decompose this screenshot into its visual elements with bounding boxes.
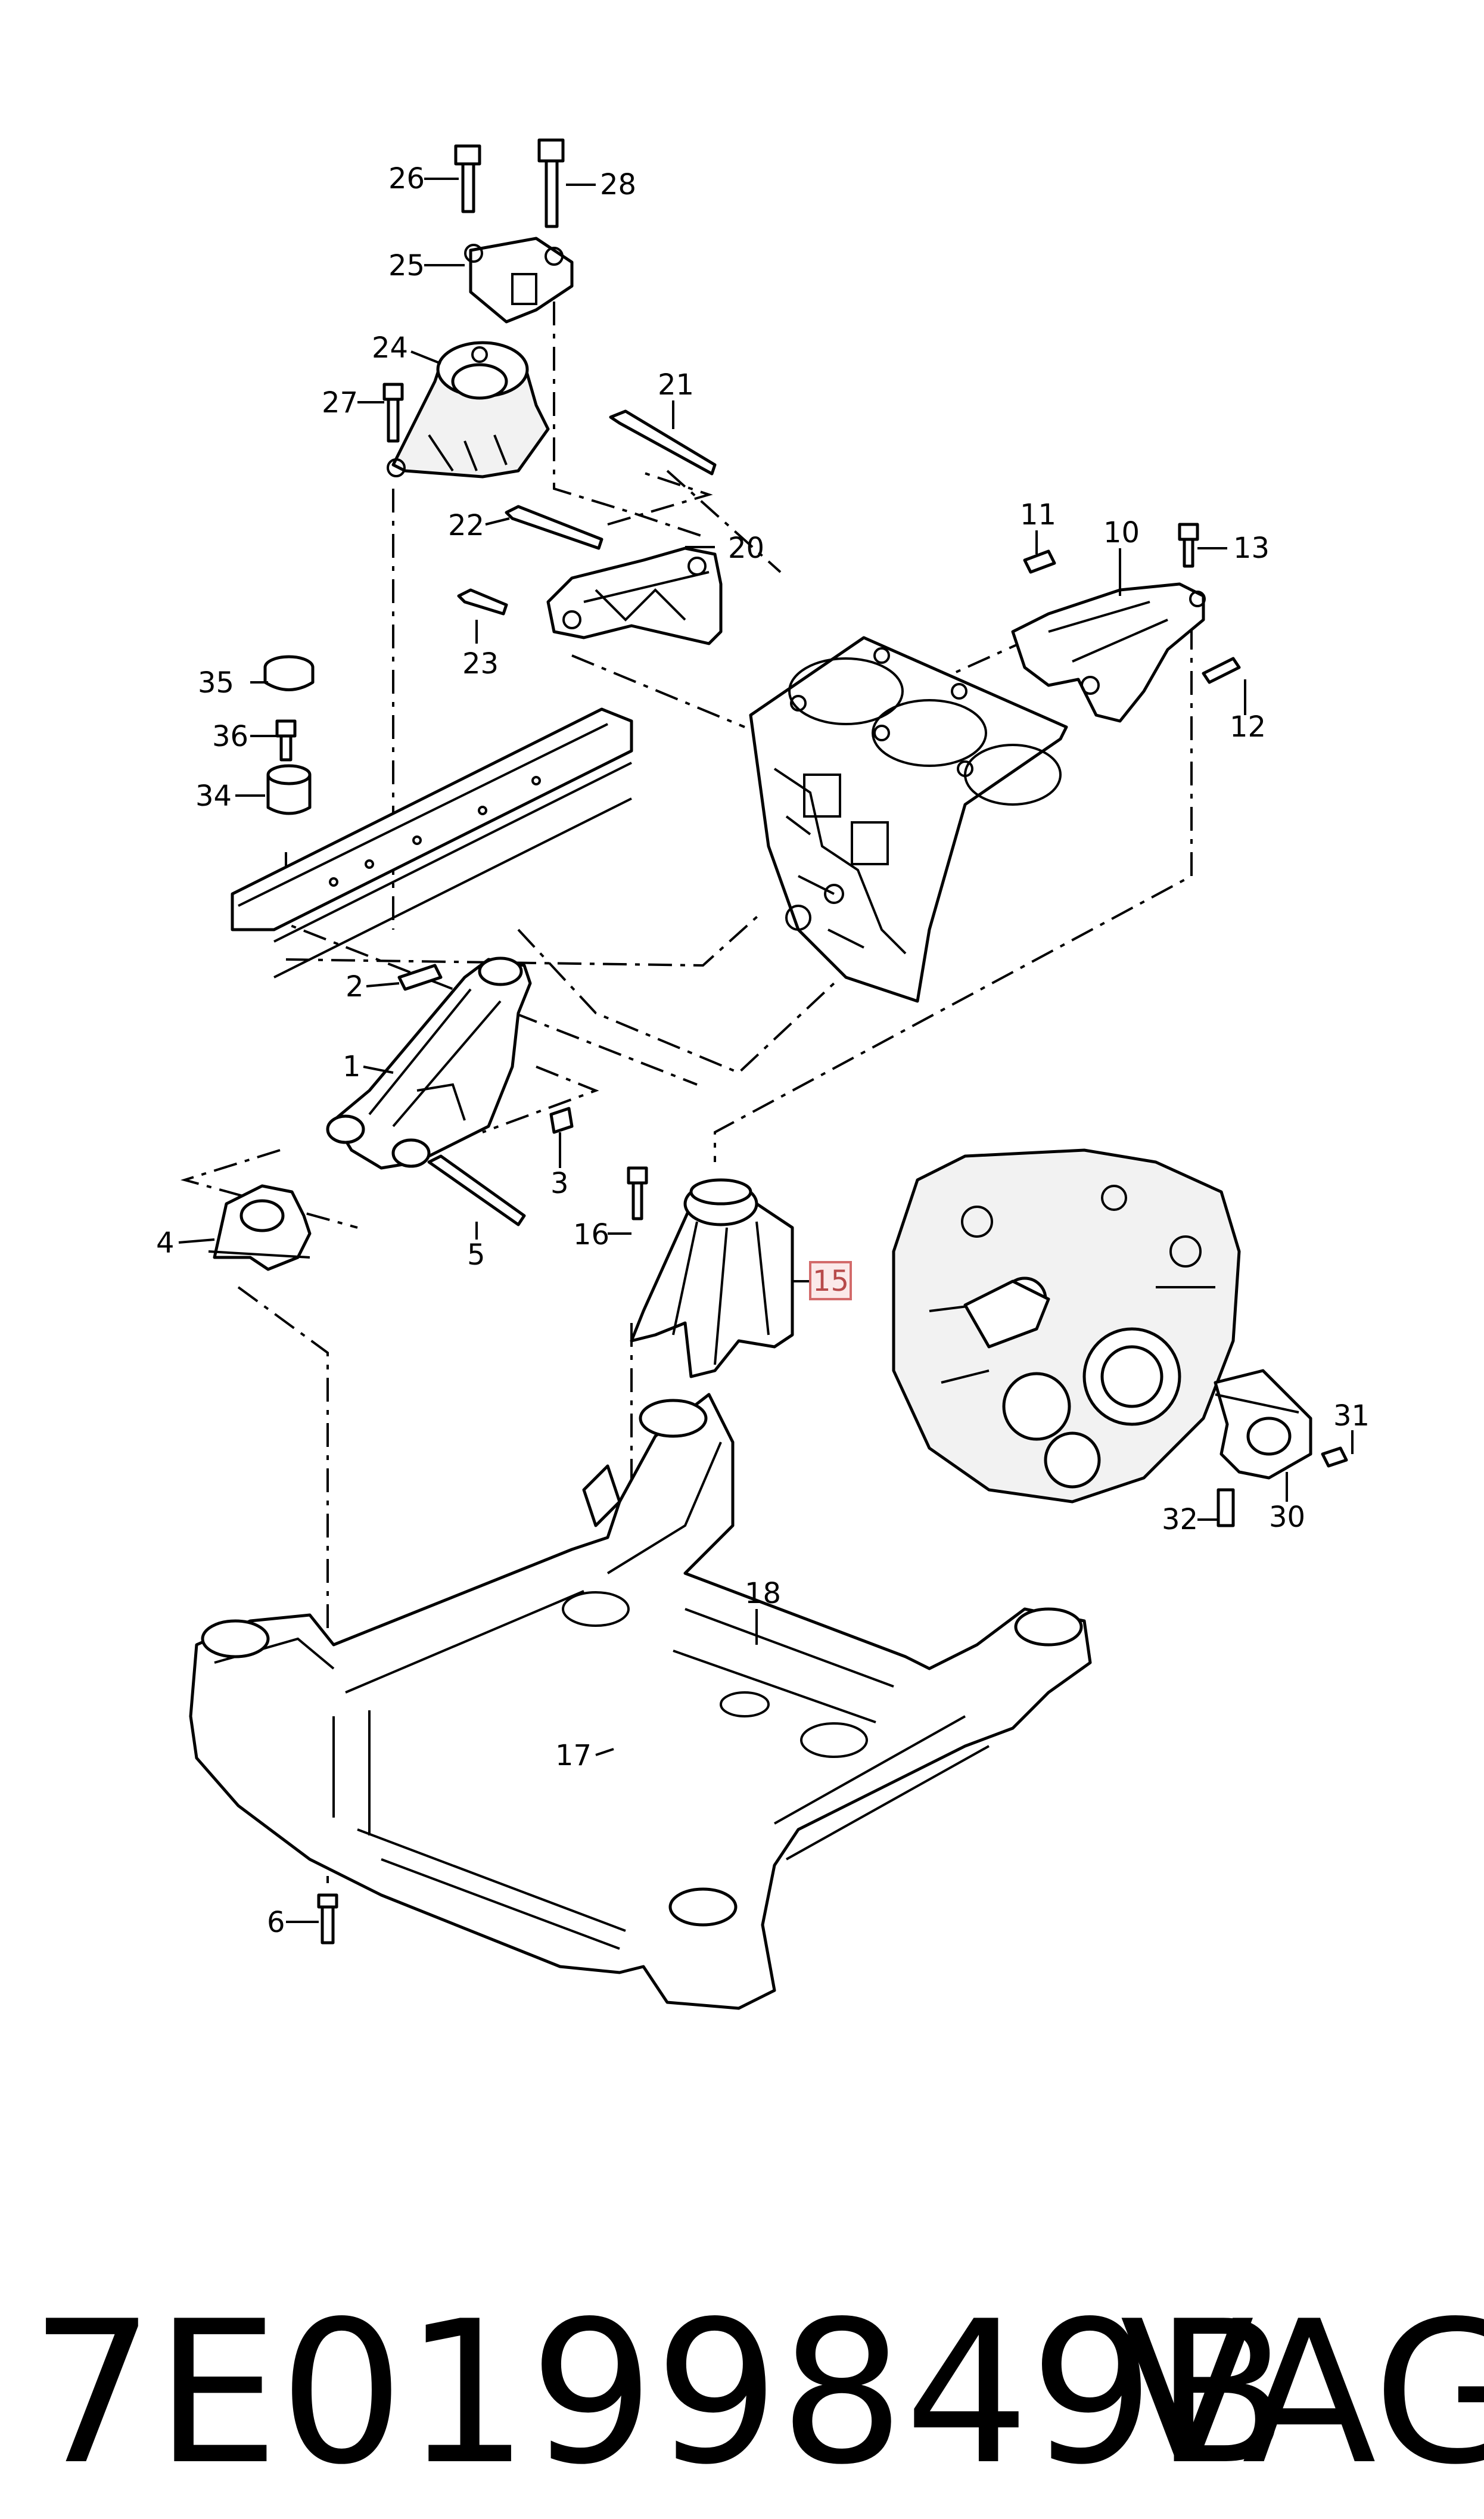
callout-15: 15 [813,1265,849,1298]
callout-2: 2 [346,970,364,1004]
callout-11: 11 [1020,498,1056,532]
callout-36: 36 [212,720,248,753]
callout-34: 34 [195,779,232,813]
callout-21: 21 [658,368,694,402]
callout-12: 12 [1230,710,1266,744]
callout-20: 20 [728,532,764,565]
callout-31: 31 [1333,1399,1370,1433]
callout-4: 4 [156,1226,175,1260]
cap-and-bush [263,655,315,815]
leader-lines [178,178,1354,1923]
callout-30: 30 [1269,1501,1305,1534]
bracket-20 [546,546,723,645]
callout-5: 5 [467,1238,486,1272]
engine-mount-assembly [387,237,574,479]
gearbox [892,1148,1241,1504]
engine-block [749,636,1068,1003]
callout-10: 10 [1103,516,1140,549]
callout-27: 27 [322,386,358,420]
callout-32: 32 [1162,1503,1198,1536]
highlight-box-15 [809,1261,852,1300]
torque-arm [326,956,532,1170]
callout-3: 3 [550,1167,569,1200]
long-rail [231,707,633,979]
callout-22: 22 [448,509,484,542]
callout-17: 17 [555,1739,592,1772]
engine-mount-15 [630,1178,794,1378]
callout-24: 24 [372,331,408,365]
callout-28: 28 [600,168,636,201]
callout-labels: 26 28 25 24 27 21 22 20 23 11 10 13 12 3… [156,162,1370,1939]
part-number: 7E0199849B [30,2279,1290,2508]
brand-label: VAG [1120,2279,1484,2508]
bracket-10 [1011,582,1206,723]
callout-25: 25 [388,249,425,282]
callout-16: 16 [573,1218,609,1251]
subframe [189,1393,1092,2010]
callout-1: 1 [343,1050,361,1083]
callout-13: 13 [1233,532,1270,565]
bushing-4 [208,1184,312,1271]
callout-26: 26 [388,162,425,195]
callout-35: 35 [198,666,234,700]
callout-23: 23 [462,647,499,681]
callout-6: 6 [267,1906,285,1939]
bracket-30 [1214,1369,1312,1480]
callout-18: 18 [745,1577,781,1610]
